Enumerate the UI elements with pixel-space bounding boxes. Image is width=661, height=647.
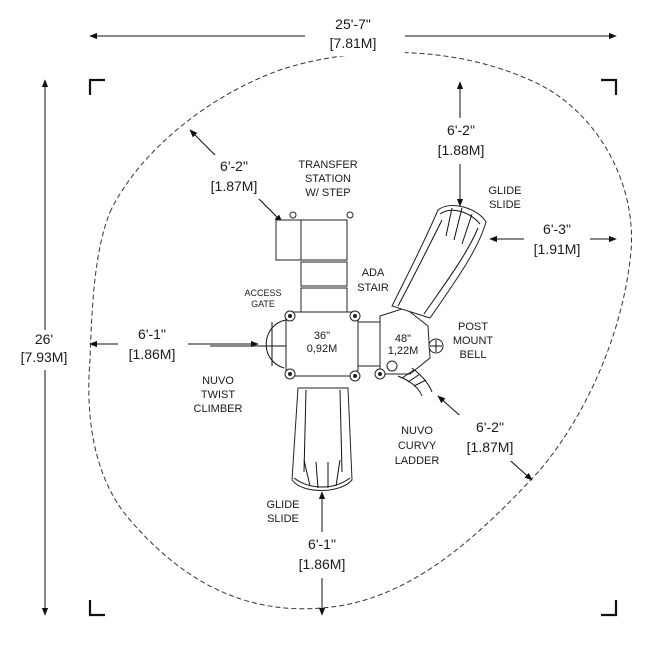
- svg-text:SLIDE: SLIDE: [267, 513, 299, 525]
- deck-48-imperial: 48": [395, 333, 411, 345]
- overall-depth-dimension: 26' [7.93M]: [18, 79, 76, 616]
- post-mount-bell: [428, 338, 444, 354]
- bottom-slide-clearance-metric: [1.86M]: [299, 556, 346, 572]
- glide-slide-bottom: [291, 387, 353, 491]
- svg-text:LADDER: LADDER: [395, 455, 440, 467]
- transfer-clearance-metric: [1.87M]: [211, 178, 258, 194]
- label-transfer-station: TRANSFER STATION W/ STEP: [298, 159, 357, 199]
- overall-width-imperial: 25'-7": [335, 16, 371, 32]
- label-access-gate: ACCESS GATE: [244, 288, 281, 309]
- corner-marks: [88, 78, 618, 617]
- svg-text:NUVO: NUVO: [401, 425, 433, 437]
- svg-text:TRANSFER: TRANSFER: [298, 159, 357, 171]
- deck-36: 36" 0,92M: [285, 311, 359, 377]
- label-ada-stair: ADA STAIR: [357, 267, 389, 294]
- svg-text:TWIST: TWIST: [201, 389, 235, 401]
- overall-width-dimension: 25'-7" [7.81M]: [89, 14, 617, 56]
- transfer-clearance-imperial: 6'-2": [220, 158, 248, 174]
- svg-text:MOUNT: MOUNT: [453, 335, 494, 347]
- ladder-clearance-metric: [1.87M]: [467, 439, 514, 455]
- overall-depth-imperial: 26': [35, 331, 53, 347]
- deck-posts: [284, 310, 386, 382]
- svg-text:STAIR: STAIR: [357, 282, 389, 294]
- svg-text:ACCESS: ACCESS: [244, 288, 281, 298]
- label-curvy-ladder: NUVO CURVY LADDER: [395, 425, 440, 467]
- bottom-slide-clearance-imperial: 6'-1": [308, 536, 336, 552]
- label-glide-slide-bottom: GLIDE SLIDE: [266, 499, 299, 525]
- svg-text:CURVY: CURVY: [398, 440, 437, 452]
- top-slide-clearance-metric: [1.88M]: [438, 142, 485, 158]
- svg-text:ADA: ADA: [362, 267, 385, 279]
- svg-text:BELL: BELL: [460, 349, 487, 361]
- svg-text:POST: POST: [458, 321, 488, 333]
- ladder-clearance-imperial: 6'-2": [476, 419, 504, 435]
- bottom-slide-clearance-dimension: 6'-1" [1.86M]: [288, 491, 358, 616]
- transfer-station-clearance-dimension: 6'-2" [1.87M]: [189, 129, 283, 223]
- deck-48-metric: 1,22M: [388, 345, 419, 357]
- svg-text:STATION: STATION: [305, 173, 351, 185]
- use-zone-boundary: [88, 52, 632, 610]
- access-gate: [265, 319, 287, 369]
- overall-depth-metric: [7.93M]: [21, 349, 68, 365]
- curvy-ladder: [386, 360, 433, 397]
- left-climber-clearance-dimension: 6'-1" [1.86M]: [89, 322, 259, 366]
- left-climber-clearance-imperial: 6'-1": [138, 326, 166, 342]
- svg-text:W/ STEP: W/ STEP: [305, 187, 350, 199]
- left-climber-clearance-metric: [1.86M]: [129, 346, 176, 362]
- right-slide-clearance-dimension: 6'-3" [1.91M]: [489, 216, 617, 262]
- label-twist-climber: NUVO TWIST CLIMBER: [194, 375, 243, 415]
- right-slide-clearance-imperial: 6'-3": [543, 221, 571, 237]
- svg-text:GATE: GATE: [251, 299, 275, 309]
- deck-36-imperial: 36": [314, 330, 330, 342]
- svg-text:NUVO: NUVO: [202, 375, 234, 387]
- svg-text:GLIDE: GLIDE: [266, 499, 299, 511]
- label-glide-slide-top: GLIDE SLIDE: [488, 185, 521, 211]
- label-post-mount-bell: POST MOUNT BELL: [453, 321, 494, 361]
- ada-stair-connector: [357, 321, 381, 367]
- top-slide-clearance-dimension: 6'-2" [1.88M]: [428, 81, 494, 207]
- overall-width-metric: [7.81M]: [330, 35, 377, 51]
- svg-text:CLIMBER: CLIMBER: [194, 403, 243, 415]
- ladder-clearance-dimension: 6'-2" [1.87M]: [437, 395, 533, 481]
- glide-slide-top: [391, 205, 487, 319]
- right-slide-clearance-metric: [1.91M]: [534, 241, 581, 257]
- transfer-station: [275, 211, 354, 313]
- svg-text:SLIDE: SLIDE: [489, 199, 521, 211]
- deck-36-metric: 0,92M: [307, 343, 338, 355]
- top-slide-clearance-imperial: 6'-2": [447, 122, 475, 138]
- svg-text:GLIDE: GLIDE: [488, 185, 521, 197]
